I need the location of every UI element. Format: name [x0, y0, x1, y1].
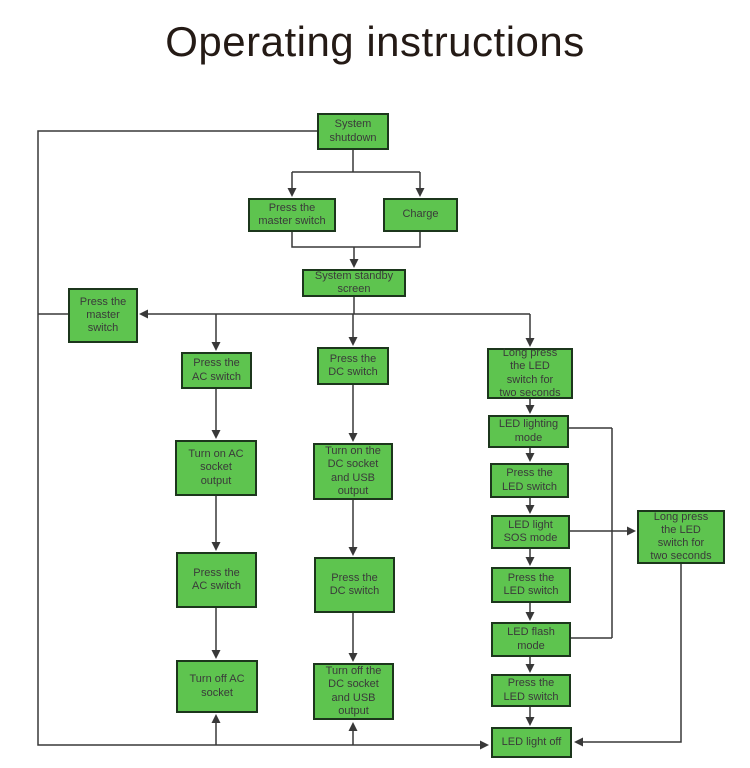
node-press-led-switch-2: Press the LED switch: [491, 567, 571, 603]
node-turn-on-dc-socket-usb-output: Turn on the DC socket and USB output: [313, 443, 393, 500]
node-long-press-led-switch-right: Long press the LED switch for two second…: [637, 510, 725, 564]
node-press-ac-switch-1: Press the AC switch: [181, 352, 252, 389]
node-press-master-switch-left: Press the master switch: [68, 288, 138, 343]
node-turn-off-dc-socket-usb-output: Turn off the DC socket and USB output: [313, 663, 394, 720]
node-press-dc-switch-2: Press the DC switch: [314, 557, 395, 613]
node-press-led-switch-1: Press the LED switch: [490, 463, 569, 498]
node-press-led-switch-3: Press the LED switch: [491, 674, 571, 707]
node-press-ac-switch-2: Press the AC switch: [176, 552, 257, 608]
node-turn-off-ac-socket: Turn off AC socket: [176, 660, 258, 713]
page-title: Operating instructions: [165, 18, 585, 65]
node-led-light-off: LED light off: [491, 727, 572, 758]
node-charge: Charge: [383, 198, 458, 232]
node-press-dc-switch-1: Press the DC switch: [317, 347, 389, 385]
node-long-press-led-switch: Long press the LED switch for two second…: [487, 347, 573, 399]
node-system-standby-screen: System standby screen: [302, 269, 406, 297]
node-led-light-sos-mode: LED light SOS mode: [491, 515, 570, 549]
node-press-master-switch-top: Press the master switch: [248, 198, 336, 232]
node-led-lighting-mode: LED lighting mode: [488, 415, 569, 448]
node-system-shutdown: System shutdown: [317, 113, 389, 150]
node-turn-on-ac-socket-output: Turn on AC socket output: [175, 440, 257, 496]
node-led-flash-mode: LED flash mode: [491, 622, 571, 657]
